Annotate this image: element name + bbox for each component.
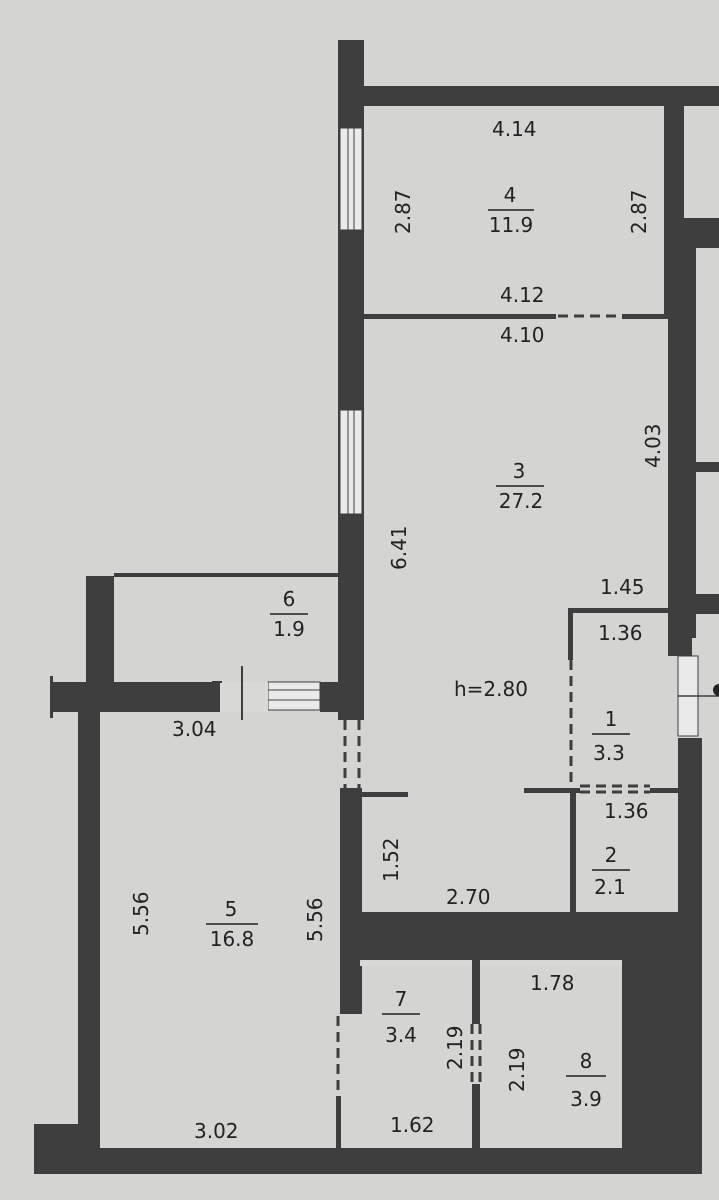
room-5-label: 5 16.8	[206, 897, 258, 951]
room2-left-wall	[570, 788, 576, 912]
right-stub-top	[684, 218, 719, 248]
dim-r1-top-inner: 1.36	[598, 621, 643, 645]
dim-hall-left: 1.52	[379, 837, 403, 882]
room-6-number: 6	[283, 587, 296, 611]
room8-right-wall	[622, 960, 702, 1148]
room6-door-gap	[220, 682, 268, 712]
dim-r5-left: 5.56	[129, 891, 153, 936]
room-7-label: 7 3.4	[382, 987, 420, 1047]
room6-bottom-wall-right	[320, 682, 364, 712]
right-stub-low	[696, 594, 719, 614]
room-5-number: 5	[225, 897, 238, 921]
room-2-area: 2.1	[594, 875, 626, 899]
room1-left-wall-top	[568, 608, 573, 660]
hall-stub-left	[362, 792, 408, 797]
room-1-area: 3.3	[593, 741, 625, 765]
partition-7-8-bottom	[472, 1084, 480, 1148]
partition-4-3-right	[622, 314, 668, 319]
room-2-label: 2 2.1	[592, 843, 630, 899]
room1-top-wall	[568, 608, 678, 613]
dim-r8-left: 2.19	[505, 1047, 529, 1092]
dim-r3-right: 4.03	[641, 423, 665, 468]
dim-r4-left: 2.87	[391, 189, 415, 234]
room-6-area: 1.9	[273, 617, 305, 641]
room-8-area: 3.9	[570, 1087, 602, 1111]
room-4-number: 4	[504, 183, 517, 207]
partition-4-3-left	[364, 314, 556, 319]
room5-right-wall-low	[336, 1096, 341, 1148]
dim-r4-bottom: 4.12	[500, 283, 545, 307]
dim-r5-bottom: 3.02	[194, 1119, 239, 1143]
top-wall	[338, 86, 719, 106]
dim-hall-bottom: 2.70	[446, 885, 491, 909]
room-4-area: 11.9	[489, 213, 534, 237]
ceiling-height: h=2.80	[454, 677, 528, 701]
dim-r4-right: 2.87	[627, 189, 651, 234]
left-exterior-wall	[78, 712, 100, 1162]
room6-left-wall	[86, 576, 114, 686]
room8-top-gap	[480, 960, 622, 966]
room-7-number: 7	[395, 987, 408, 1011]
room7-top-gap	[360, 960, 472, 966]
bottom-wall	[34, 1148, 702, 1174]
windows	[212, 127, 719, 737]
room-8-label: 8 3.9	[566, 1049, 606, 1111]
right-stub-mid	[696, 462, 719, 472]
window-room6	[267, 681, 321, 711]
dimension-labels: 4.14 2.87 2.87 4.12 4.10 4.03 6.41 1.45 …	[129, 117, 665, 1143]
dim-r1-top-outer: 1.45	[600, 575, 645, 599]
dim-r2-top: 1.36	[604, 799, 649, 823]
room-6-label: 6 1.9	[270, 587, 308, 641]
wall-end-mark	[50, 676, 53, 718]
room-3-label: 3 27.2	[496, 459, 544, 513]
room-3-number: 3	[513, 459, 526, 483]
dim-r4-top: 4.14	[492, 117, 537, 141]
dim-r3-left: 6.41	[387, 525, 411, 570]
room-4-label: 4 11.9	[488, 183, 534, 237]
room-1-label: 1 3.3	[592, 707, 630, 765]
room6-top-wall	[114, 573, 338, 577]
window-room4	[339, 127, 363, 231]
room5-right-wall	[340, 788, 362, 1014]
door-openings	[336, 314, 650, 1096]
partition-7-8-top	[472, 960, 480, 1024]
edge-marker	[713, 684, 719, 696]
room2-top-wall-left	[524, 788, 580, 793]
walls	[34, 40, 719, 1174]
room-3-area: 27.2	[499, 489, 544, 513]
dim-r3-top: 4.10	[500, 323, 545, 347]
window-room3	[339, 409, 363, 515]
room-1-number: 1	[605, 707, 618, 731]
room-5-area: 16.8	[210, 927, 255, 951]
room2-top-wall-right	[650, 788, 678, 793]
room4-right-wall	[664, 86, 684, 316]
central-wall-cap	[338, 40, 356, 50]
dim-r7-right: 2.19	[443, 1025, 467, 1070]
room-8-number: 8	[580, 1049, 593, 1073]
dim-r8-top: 1.78	[530, 971, 575, 995]
room-labels: 4 11.9 3 27.2 6 1.9 1 3.3 2 2.1	[206, 183, 630, 1111]
hall-bottom-wall	[340, 912, 702, 960]
room-2-number: 2	[605, 843, 618, 867]
dim-r6-bottom: 3.04	[172, 717, 217, 741]
dim-r7-bottom: 1.62	[390, 1113, 435, 1137]
room3-right-wall	[668, 316, 692, 656]
room-7-area: 3.4	[385, 1023, 417, 1047]
room6-bottom-wall-left	[50, 682, 220, 712]
dim-r5-right: 5.56	[303, 897, 327, 942]
